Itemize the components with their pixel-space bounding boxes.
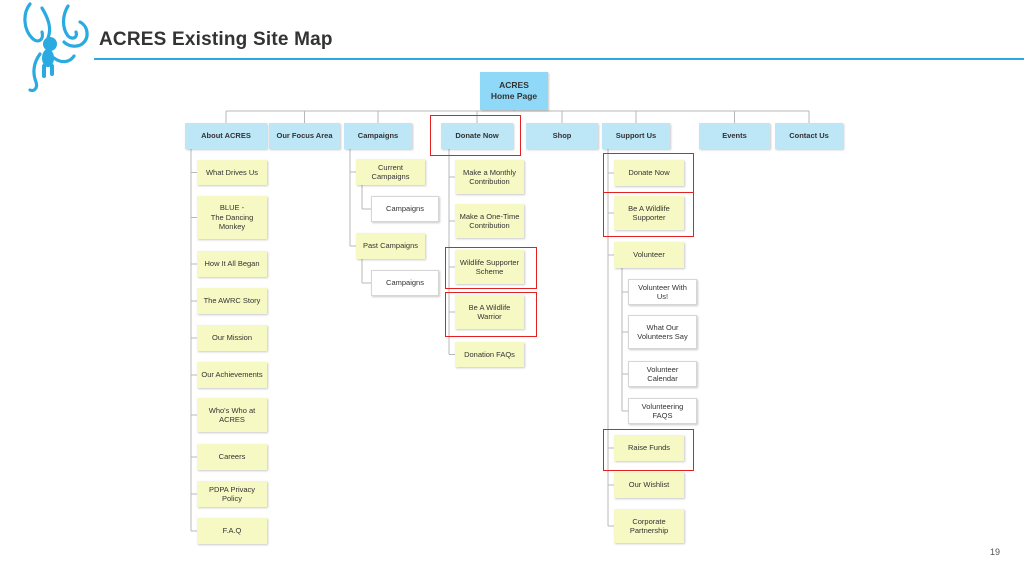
node-section-campaigns: Campaigns [344,123,412,149]
node-section-support-us: Support Us [602,123,670,149]
node-subpage-volunteer-calendar: Volunteer Calendar [628,361,697,387]
highlight-box [603,192,694,237]
node-subpage-volunteering-faqs: Volunteering FAQS [628,398,697,424]
node-section-contact-us: Contact Us [775,123,843,149]
title-underline [94,58,1024,60]
node-page-how-it-all-began: How It All Began [197,251,267,277]
node-page-make-a-monthly-contribution: Make a Monthly Contribution [455,160,524,194]
node-page-our-achievements: Our Achievements [197,362,267,388]
node-page-pdpa-privacy-policy: PDPA Privacy Policy [197,481,267,507]
node-page-wildlife-supporter-scheme: Wildlife Supporter Scheme [455,250,524,284]
node-subpage-campaigns: Campaigns [371,270,439,296]
node-page-volunteer: Volunteer [614,242,684,268]
page-number: 19 [989,547,1000,557]
node-section-donate-now: Donate Now [441,123,513,149]
node-section-our-focus-area: Our Focus Area [269,123,340,149]
node-page-blue-the-dancing-monkey: BLUE - The Dancing Monkey [197,196,267,239]
node-page-what-drives-us: What Drives Us [197,160,267,185]
node-subpage-what-our-volunteers-say: What Our Volunteers Say [628,315,697,349]
node-page-make-a-one-time-contribution: Make a One-Time Contribution [455,204,524,238]
node-page-past-campaigns: Past Campaigns [356,233,425,259]
node-page-be-a-wildlife-supporter: Be A Wildlife Supporter [614,196,684,230]
node-page-who-s-who-at-acres: Who's Who at ACRES [197,398,267,432]
node-page-corporate-partnership: Corporate Partnership [614,509,684,543]
node-page-f-a-q: F.A.Q [197,518,267,544]
node-subpage-campaigns: Campaigns [371,196,439,222]
highlight-box [603,429,694,471]
node-page-our-wishlist: Our Wishlist [614,472,684,498]
node-page-our-mission: Our Mission [197,325,267,351]
node-home-page: ACRES Home Page [480,72,548,110]
highlight-box [445,292,537,337]
node-section-events: Events [699,123,770,149]
acres-monkey-logo-icon [23,2,89,93]
node-page-donation-faqs: Donation FAQs [455,342,524,367]
node-page-raise-funds: Raise Funds [614,435,684,461]
highlight-box [445,247,537,289]
highlight-box [603,153,694,193]
node-section-shop: Shop [526,123,598,149]
node-page-the-awrc-story: The AWRC Story [197,288,267,314]
highlight-box [430,115,521,156]
node-section-about-acres: About ACRES [185,123,267,149]
node-page-donate-now: Donate Now [614,160,684,186]
page-title: ACRES Existing Site Map [99,29,333,50]
node-page-current-campaigns: Current Campaigns [356,159,425,185]
node-page-careers: Careers [197,444,267,470]
node-subpage-volunteer-with-us: Volunteer With Us! [628,279,697,305]
node-page-be-a-wildlife-warrior: Be A Wildlife Warrior [455,295,524,329]
